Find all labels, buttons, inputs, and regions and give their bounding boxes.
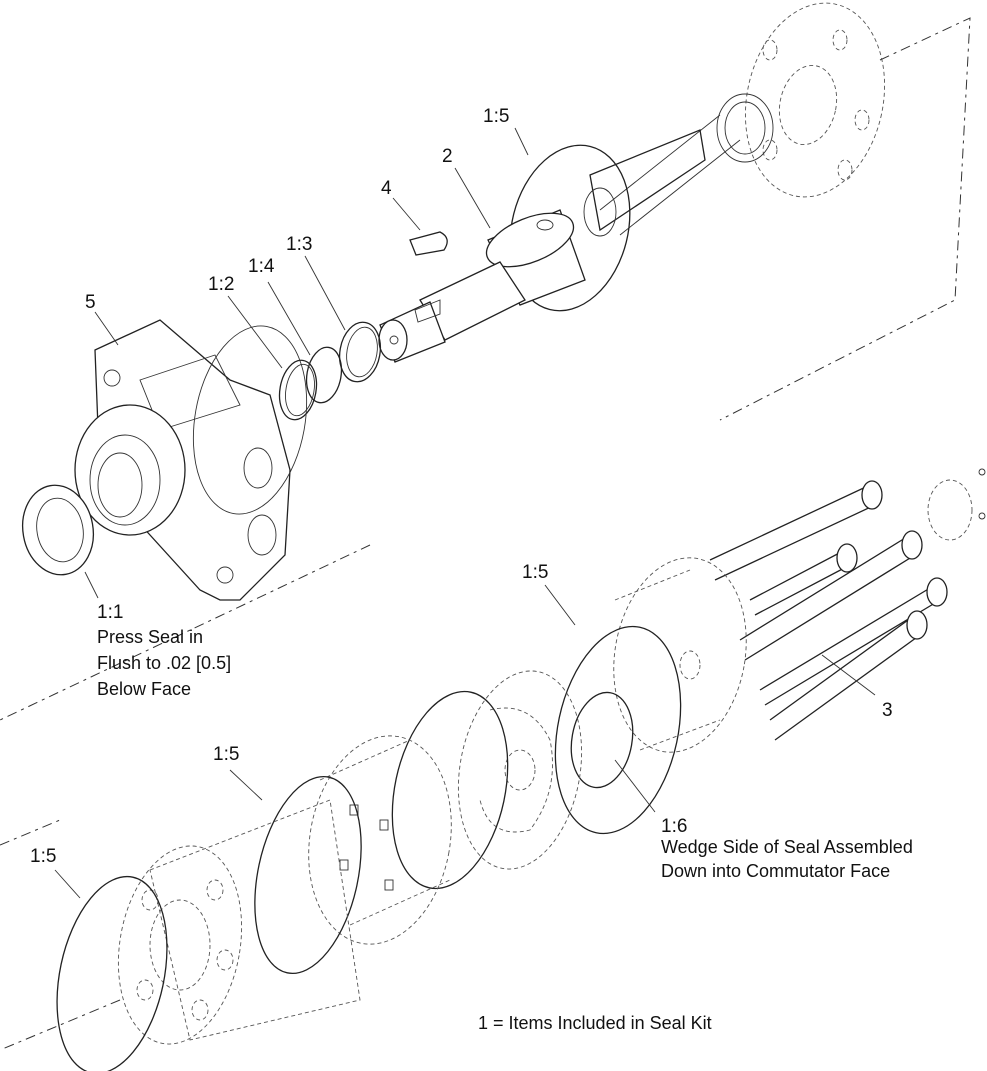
woodruff-key	[409, 231, 448, 256]
small-seals	[278, 321, 382, 421]
callout-4: 4	[381, 178, 392, 199]
callout-1-2: 1:2	[208, 274, 235, 295]
shaft-seal	[22, 484, 94, 576]
note-seal-1-1-line2: Flush to .02 [0.5]	[97, 653, 232, 673]
assembly-bolts	[709, 480, 948, 741]
callout-1-1: 1:1	[97, 602, 124, 623]
name-plate	[927, 468, 986, 541]
note-seal-1-6-line2: Down into Commutator Face	[661, 861, 891, 881]
callout-2: 2	[442, 146, 453, 167]
commutator	[457, 670, 583, 870]
callout-1-5-bottom: 1:5	[30, 846, 57, 867]
callout-1-3: 1:3	[286, 234, 313, 255]
callout-1-6: 1:6	[661, 816, 688, 837]
rear-flange-plate	[744, 2, 886, 198]
o-ring-mid	[554, 625, 682, 835]
callout-1-5-top: 1:5	[483, 106, 510, 127]
commutator-seal	[570, 691, 634, 789]
o-ring-left	[254, 775, 362, 975]
note-seal-1-6-line1: Wedge Side of Seal Assembled	[661, 837, 913, 857]
callout-1-4: 1:4	[248, 256, 275, 277]
o-ring-bottom	[56, 875, 168, 1071]
spline-shaft	[583, 93, 774, 237]
callout-1-5-left: 1:5	[213, 744, 240, 765]
o-ring-inner	[391, 690, 509, 890]
assembly-frame-lines	[0, 17, 971, 1051]
o-ring-top	[509, 144, 631, 312]
output-shaft	[378, 209, 586, 363]
leader-lines	[54, 127, 876, 899]
end-cap	[613, 557, 747, 753]
callout-5: 5	[85, 292, 96, 313]
callout-3: 3	[882, 700, 893, 721]
callout-1-5-mid: 1:5	[522, 562, 549, 583]
front-housing	[74, 319, 308, 601]
manifold	[308, 735, 452, 945]
note-seal-1-1-line1: Press Seal in	[97, 627, 204, 647]
legend-seal-kit: 1 = Items Included in Seal Kit	[478, 1013, 712, 1033]
gerotor	[117, 799, 361, 1045]
note-seal-1-1-line3: Below Face	[97, 679, 192, 699]
